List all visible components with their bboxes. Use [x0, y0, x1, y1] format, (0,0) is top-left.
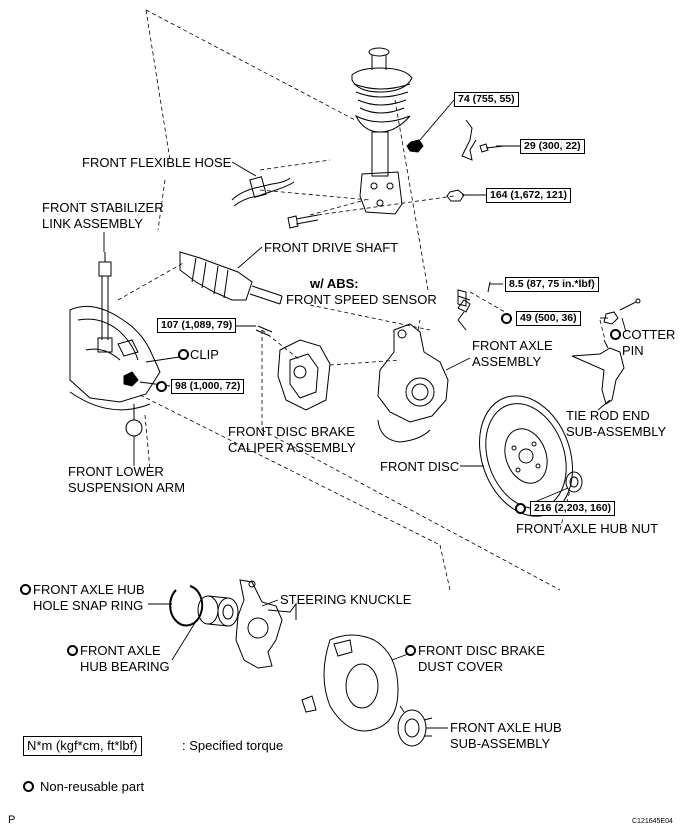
torque-lower-arm: 98 (1,000, 72): [171, 379, 245, 394]
drive-shaft: [179, 251, 283, 305]
hub-bearing: [197, 595, 239, 627]
torque-knuckle-nut: 164 (1,672, 121): [486, 188, 572, 203]
figure-id: C121645E04: [632, 818, 673, 825]
label-tie-rod-end: TIE ROD END SUB-ASSEMBLY: [566, 408, 667, 439]
steering-knuckle: [235, 579, 297, 669]
label-front-drive-shaft: FRONT DRIVE SHAFT: [264, 240, 399, 255]
non-reusable-icon: [178, 349, 189, 360]
non-reusable-icon: [501, 313, 512, 324]
legend-non-reusable-text: Non-reusable part: [40, 779, 145, 794]
non-reusable-icon: [405, 645, 416, 656]
label-clip: CLIP: [190, 347, 219, 362]
non-reusable-icon: [610, 329, 621, 340]
label-front-axle-assembly: FRONT AXLE ASSEMBLY: [472, 338, 553, 369]
legend-torque-unit-text: : Specified torque: [182, 738, 284, 753]
torque-hose-bracket: 29 (300, 22): [520, 139, 585, 154]
label-front-axle-hub-nut: FRONT AXLE HUB NUT: [516, 521, 659, 536]
label-snap-ring: FRONT AXLE HUB HOLE SNAP RING: [33, 582, 145, 613]
non-reusable-legend-icon: [23, 781, 34, 792]
knuckle-nut: [446, 189, 465, 202]
label-dust-cover: FRONT DISC BRAKE DUST COVER: [418, 643, 545, 674]
strut-bolt: [287, 214, 319, 229]
torque-tie-rod-nut: 49 (500, 36): [516, 311, 581, 326]
label-front-flexible-hose: FRONT FLEXIBLE HOSE: [82, 155, 232, 170]
label-hub-sub-assembly: FRONT AXLE HUB SUB-ASSEMBLY: [450, 720, 562, 751]
snap-ring: [169, 585, 204, 627]
label-front-lower-suspension-arm: FRONT LOWER SUSPENSION ARM: [68, 464, 186, 495]
legend-torque-unit-box: N*m (kgf*cm, ft*lbf): [23, 736, 142, 756]
torque-speed-sensor: 8.5 (87, 75 in.*lbf): [505, 277, 599, 292]
label-front-stabilizer-link: FRONT STABILIZER LINK ASSEMBLY: [42, 200, 164, 231]
non-reusable-icon: [67, 645, 78, 656]
torque-axle-hub-nut: 216 (2,203, 160): [530, 501, 616, 516]
torque-strut-nut: 74 (755, 55): [454, 92, 519, 107]
speed-sensor: [457, 299, 471, 331]
brake-caliper: [255, 325, 331, 411]
label-front-speed-sensor: FRONT SPEED SENSOR: [286, 292, 437, 307]
page-letter: P: [8, 814, 16, 826]
dust-cover: [301, 634, 399, 732]
non-reusable-icon: [156, 381, 167, 392]
label-hub-bearing: FRONT AXLE HUB BEARING: [80, 643, 170, 674]
hose-bracket: [461, 119, 505, 161]
strut-nut: [406, 139, 424, 153]
label-front-disc: FRONT DISC: [380, 459, 460, 474]
label-cotter-pin: COTTER PIN: [622, 327, 676, 358]
stabilizer-link: [97, 252, 113, 353]
axle-hub-nut: [565, 471, 583, 493]
non-reusable-icon: [515, 503, 526, 514]
torque-caliper-bolt: 107 (1,089, 79): [157, 318, 237, 333]
flexible-hose: [231, 176, 295, 207]
non-reusable-icon: [20, 584, 31, 595]
hub-sub-assembly: [397, 705, 433, 747]
strut-assembly: [351, 47, 413, 215]
label-steering-knuckle: STEERING KNUCKLE: [280, 592, 412, 607]
axle-assembly: [377, 281, 491, 443]
lower-arm-area: [69, 305, 161, 437]
label-w-abs: w/ ABS:: [310, 276, 359, 291]
tie-rod-end: [571, 298, 641, 405]
label-front-disc-brake-caliper: FRONT DISC BRAKE CALIPER ASSEMBLY: [228, 424, 356, 455]
